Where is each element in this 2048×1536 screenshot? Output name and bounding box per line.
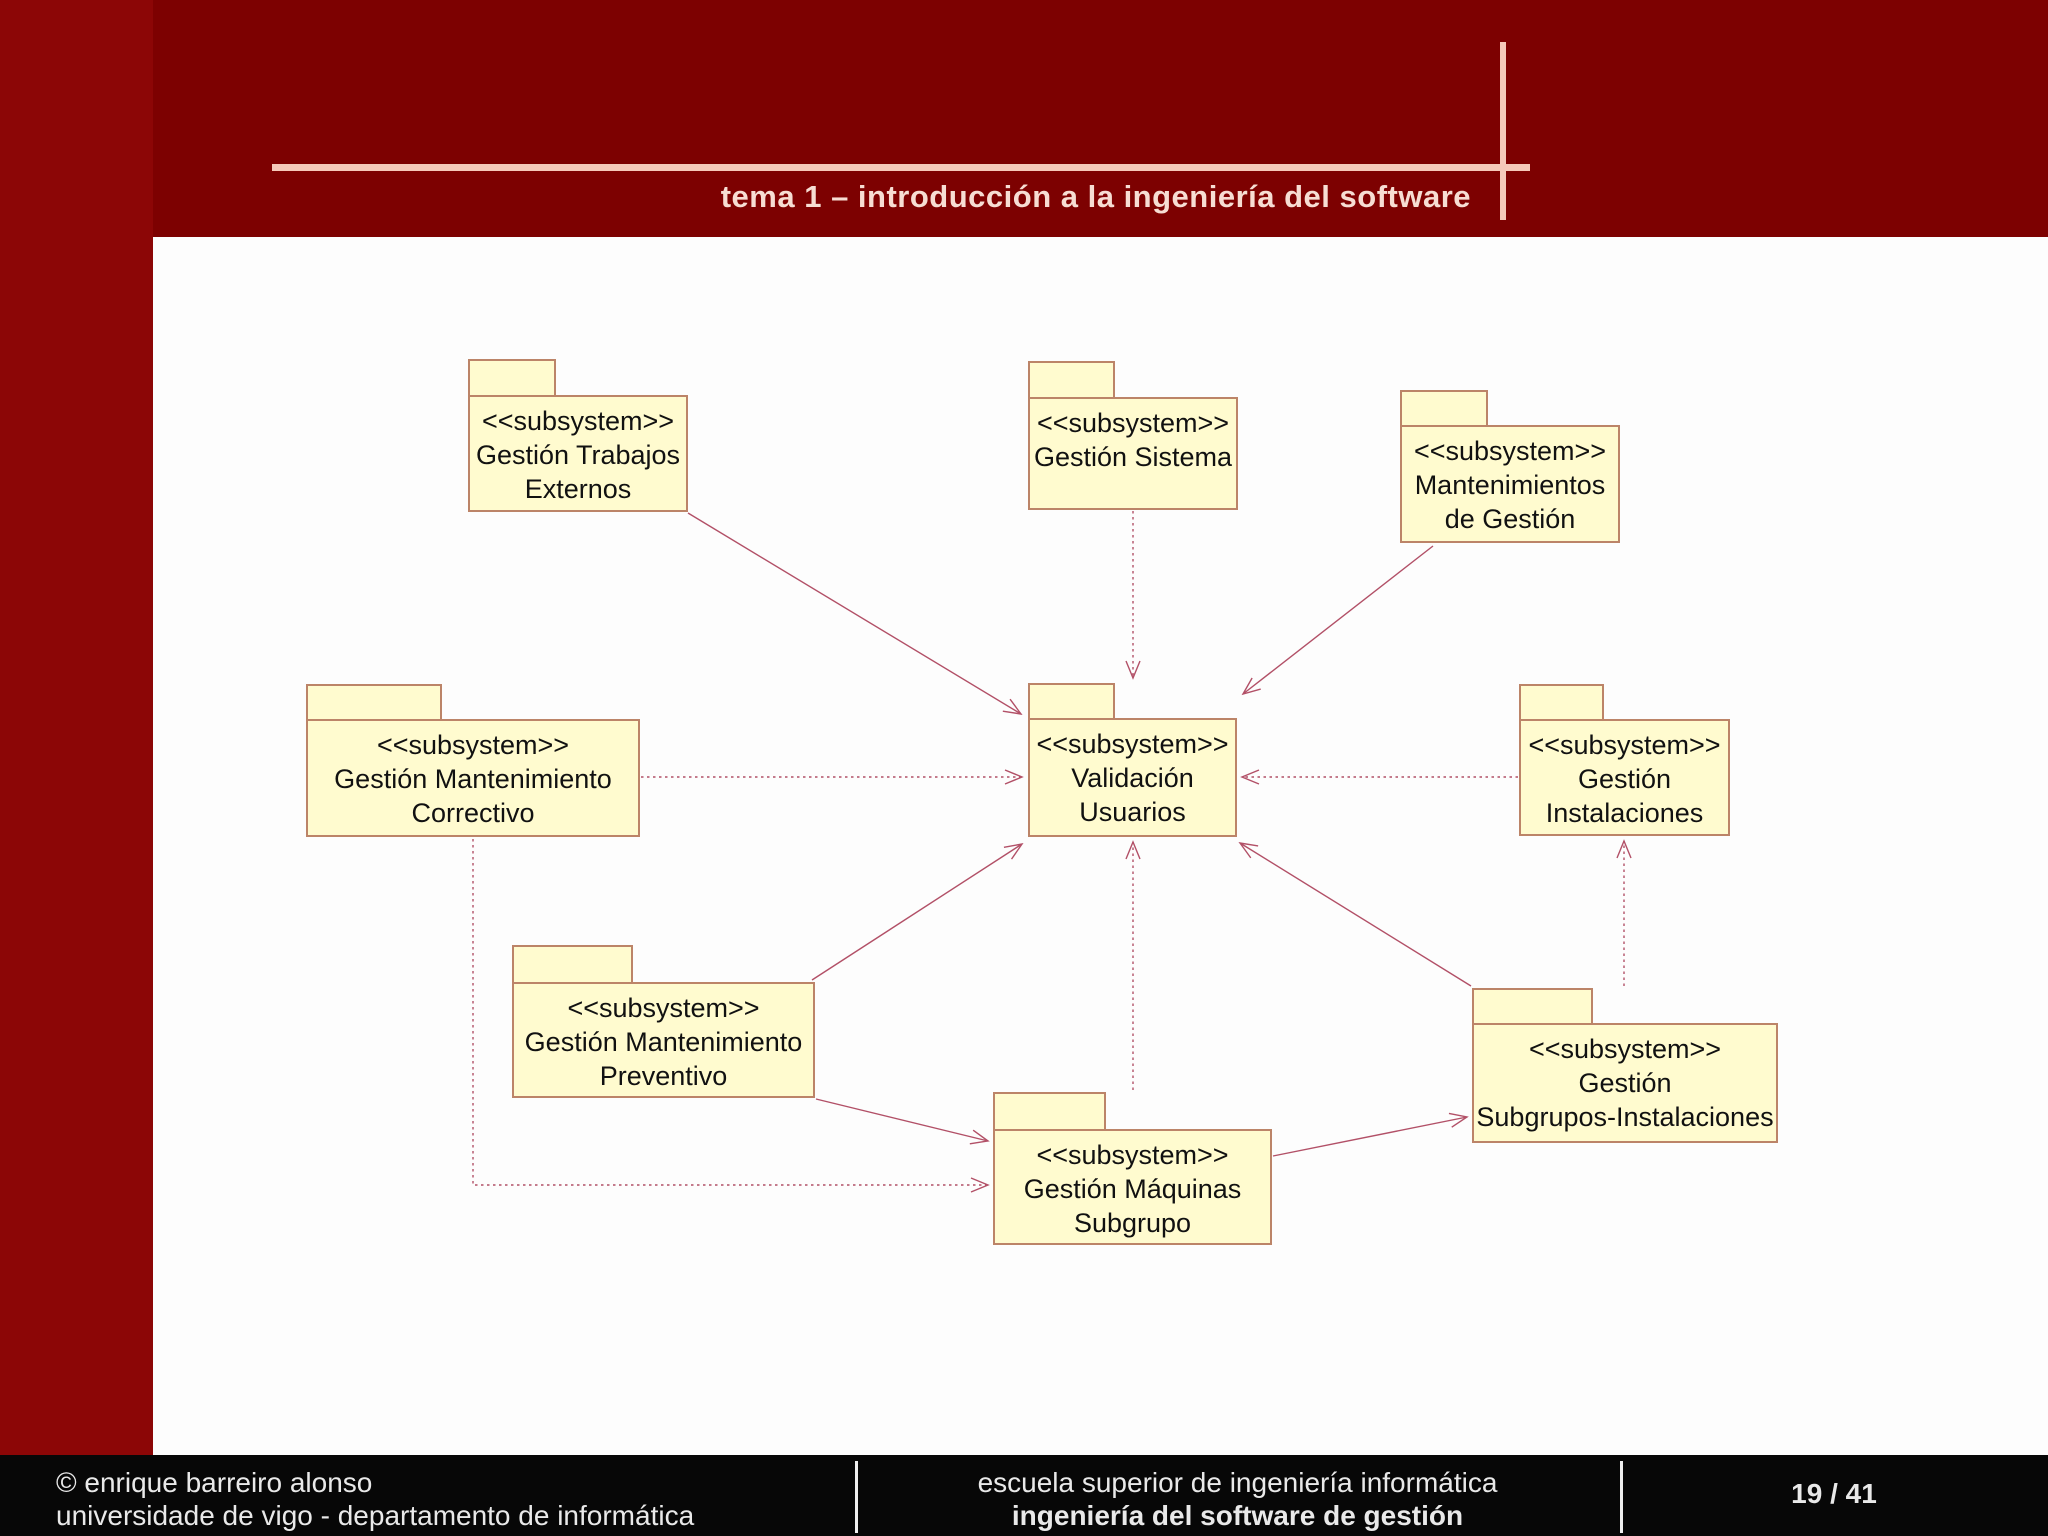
package-name-line: Usuarios [1079,797,1186,827]
page-indicator: 19 / 41 [1791,1478,1877,1509]
left-red-band [0,0,153,1536]
package-mantenimientos-de-gestion[interactable]: <<subsystem>> Mantenimientos de Gestión [1400,390,1620,543]
package-tab [512,945,633,984]
package-tab [468,359,556,397]
footer-school: escuela superior de ingeniería informáti… [977,1467,1498,1498]
package-name-line: Subgrupo [1073,1208,1192,1238]
package-body: <<subsystem>> Gestión Mantenimiento Corr… [306,719,640,837]
package-name-line: Gestión Máquinas [1023,1174,1242,1204]
package-name-line: Correctivo [411,798,535,828]
package-tab [306,684,442,721]
package-name-line: Gestión Trabajos [475,440,681,470]
package-stereotype: <<subsystem>> [567,993,760,1023]
package-name-line: Preventivo [599,1061,728,1091]
package-name-line: Validación [1071,763,1194,793]
package-body: <<subsystem>> Gestión Máquinas Subgrupo [993,1129,1272,1245]
package-name-line: Gestión Mantenimiento [524,1027,803,1057]
package-gestion-mantenimiento-preventivo[interactable]: <<subsystem>> Gestión Mantenimiento Prev… [512,945,815,1098]
package-stereotype: <<subsystem>> [1036,408,1230,438]
package-body: <<subsystem>> Gestión Trabajos Externos [468,395,688,512]
package-stereotype: <<subsystem>> [1528,1034,1722,1064]
package-name-line: Gestión [1578,1068,1672,1098]
package-name-line: Instalaciones [1545,798,1704,828]
package-tab [993,1092,1106,1131]
package-gestion-sistema[interactable]: <<subsystem>> Gestión Sistema [1028,361,1238,510]
footer-course: ingeniería del software de gestión [1011,1500,1464,1531]
package-body: <<subsystem>> Validación Usuarios [1028,718,1237,837]
footer-divider-left [855,1461,858,1533]
package-gestion-maquinas-subgrupo[interactable]: <<subsystem>> Gestión Máquinas Subgrupo [993,1092,1272,1245]
package-name-line: Subgrupos-Instalaciones [1476,1102,1774,1132]
package-stereotype: <<subsystem>> [1036,1140,1229,1170]
package-name-line: de Gestión [1444,504,1576,534]
package-tab [1400,390,1488,427]
package-tab [1472,988,1593,1025]
package-tab [1028,683,1115,720]
package-stereotype: <<subsystem>> [376,730,570,760]
package-tab [1028,361,1115,399]
package-validacion-usuarios[interactable]: <<subsystem>> Validación Usuarios [1028,683,1237,837]
footer-divider-right [1620,1461,1623,1533]
package-body: <<subsystem>> Gestión Sistema [1028,397,1238,510]
footer-author-block: © enrique barreiro alonso universidade d… [56,1466,694,1532]
package-body: <<subsystem>> Mantenimientos de Gestión [1400,425,1620,543]
package-gestion-trabajos-externos[interactable]: <<subsystem>> Gestión Trabajos Externos [468,359,688,512]
package-stereotype: <<subsystem>> [1413,436,1607,466]
package-body: <<subsystem>> Gestión Instalaciones [1519,719,1730,836]
package-stereotype: <<subsystem>> [1036,729,1229,759]
package-name-line: Externos [524,474,632,504]
footer-bar: © enrique barreiro alonso universidade d… [0,1455,2048,1536]
package-gestion-subgrupos-instalaciones[interactable]: <<subsystem>> Gestión Subgrupos-Instalac… [1472,988,1778,1143]
slide-title: tema 1 – introducción a la ingeniería de… [720,179,1471,214]
footer-university: universidade de vigo - departamento de i… [56,1500,695,1531]
package-gestion-mantenimiento-correctivo[interactable]: <<subsystem>> Gestión Mantenimiento Corr… [306,684,640,837]
package-name-line: Gestión Mantenimiento [334,764,612,794]
footer-page-block: 19 / 41 [1620,1477,2048,1510]
footer-copyright: © enrique barreiro alonso [56,1467,373,1498]
package-gestion-instalaciones[interactable]: <<subsystem>> Gestión Instalaciones [1519,684,1730,836]
footer-school-block: escuela superior de ingeniería informáti… [855,1466,1620,1532]
header-horizontal-rule [272,164,1530,171]
package-body: <<subsystem>> Gestión Mantenimiento Prev… [512,982,815,1098]
package-stereotype: <<subsystem>> [481,406,675,436]
package-name-line: Gestión Sistema [1033,442,1233,472]
package-name-line: Gestión [1577,764,1672,794]
package-tab [1519,684,1604,721]
package-stereotype: <<subsystem>> [1528,730,1721,760]
package-body: <<subsystem>> Gestión Subgrupos-Instalac… [1472,1023,1778,1143]
package-name-line: Mantenimientos [1414,470,1606,500]
header-vertical-rule [1500,42,1506,220]
